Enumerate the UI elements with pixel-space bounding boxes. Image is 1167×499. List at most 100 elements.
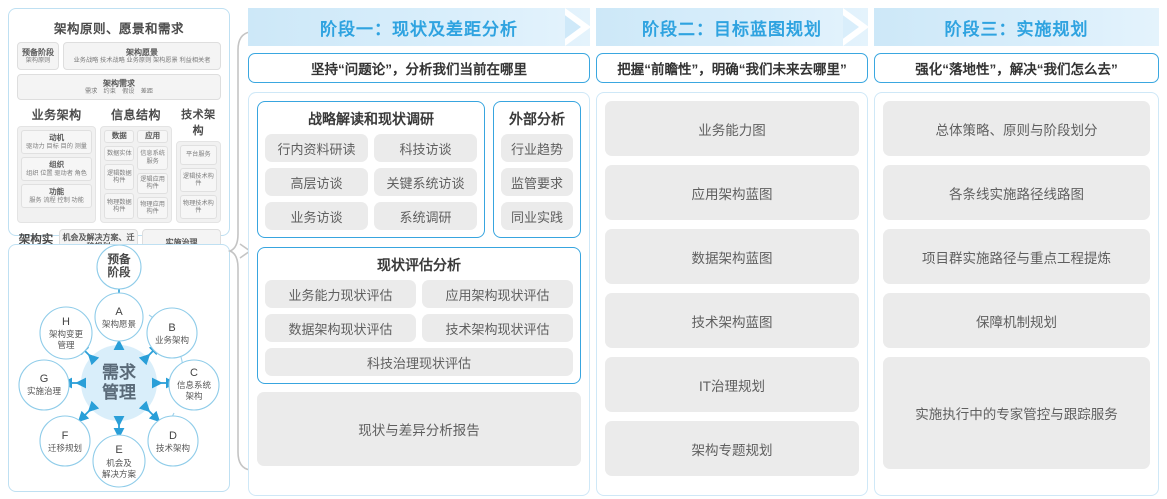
svg-text:E: E (115, 444, 122, 456)
chip-item[interactable]: 各条线实施路径线路图 (883, 165, 1150, 220)
svg-text:机会及: 机会及 (106, 458, 132, 468)
arch-req-sub: 需求 约束 假设 差距 (84, 87, 154, 95)
chip-item[interactable]: 行业趋势 (501, 134, 573, 162)
togaf-arch-requirements: 架构需求 需求 约束 假设 差距 (17, 74, 221, 100)
svg-text:管理: 管理 (57, 340, 75, 350)
group-current-state-assessment-items: 业务能力现状评估 应用架构现状评估 数据架构现状评估 技术架构现状评估 (265, 280, 573, 342)
col-business-header: 业务架构 (31, 108, 82, 122)
togaf-col-information: 信息结构 数据 数据实体 逻辑数据构件 (100, 106, 172, 223)
svg-text:D: D (169, 430, 177, 442)
svg-text:阶段: 阶段 (108, 265, 131, 279)
group-external-analysis-title: 外部分析 (509, 111, 565, 127)
stage-1: 阶段一：现状及差距分析 坚持“问题论”，分析我们当前在哪里 战略解读和现状调研 … (248, 8, 591, 496)
chip-item[interactable]: 数据架构现状评估 (265, 314, 416, 342)
cycle-node-a (94, 292, 144, 342)
chip-item[interactable]: 业务能力图 (605, 101, 859, 156)
adm-cycle-svg: 需求 管理 预备 阶段 A 架构愿景 B 业务架构 C 信息系统 架构 (18, 245, 220, 488)
cell-function: 功能 服务 流程 控制 功能 (21, 184, 93, 208)
chip-item[interactable]: 业务访谈 (265, 202, 368, 230)
chip-report[interactable]: 现状与差异分析报告 (257, 392, 581, 466)
col-information-body: 数据 数据实体 逻辑数据构件 物理数据构件 (100, 126, 172, 223)
chip-item[interactable]: 项目群实施路径与重点工程提炼 (883, 229, 1150, 284)
stage-1-top-row: 战略解读和现状调研 行内资料研读 科技访谈 高层访谈 关键系统访谈 业务访谈 系… (257, 101, 581, 238)
chip-item[interactable]: 总体策略、原则与阶段划分 (883, 101, 1150, 156)
arch-vision-sub: 业务战略 技术战略 业务原则 架构愿景 利益相关者 (73, 56, 211, 64)
togaf-domain-columns: 业务架构 动机 驱动力 目标 目的 测量 组织 组织 位置 驱动者 角色 (15, 100, 223, 223)
cycle-node-e (92, 434, 146, 488)
cycle-node-g (18, 359, 70, 411)
cycle-center-line2: 管理 (102, 382, 136, 402)
togaf-title-text: 架构原则、愿景和需求 (53, 22, 184, 36)
prep-stage-name: 预备阶段 (22, 47, 54, 57)
stage-3-header-text: 阶段三：实施规划 (944, 19, 1089, 39)
col-business-body: 动机 驱动力 目标 目的 测量 组织 组织 位置 驱动者 角色 功能 服务 流程… (17, 126, 97, 223)
chip-item[interactable]: 保障机制规划 (883, 293, 1150, 348)
chip-item[interactable]: 架构专题规划 (605, 421, 859, 476)
group-strategy-research: 战略解读和现状调研 行内资料研读 科技访谈 高层访谈 关键系统访谈 业务访谈 系… (257, 101, 485, 238)
group-current-state-assessment-title: 现状评估分析 (377, 257, 461, 273)
group-external-analysis: 外部分析 行业趋势 监管要求 同业实践 (493, 101, 581, 238)
svg-text:B: B (168, 322, 175, 334)
group-strategy-research-title: 战略解读和现状调研 (308, 111, 434, 127)
chip-item[interactable]: 科技治理现状评估 (265, 348, 573, 376)
chip-item[interactable]: 科技访谈 (374, 134, 477, 162)
chip-item[interactable]: 应用架构现状评估 (422, 280, 573, 308)
chip-item[interactable]: 技术架构现状评估 (422, 314, 573, 342)
chip-item[interactable]: 数据架构蓝图 (605, 229, 859, 284)
chip-item[interactable]: 监管要求 (501, 168, 573, 196)
stage-2-items: 业务能力图 应用架构蓝图 数据架构蓝图 技术架构蓝图 IT治理规划 架构专题规划 (605, 101, 859, 476)
stage-2: 阶段二：目标蓝图规划 把握“前瞻性”，明确“我们未来去哪里” 业务能力图 应用架… (596, 8, 869, 496)
cell-logical-app: 逻辑应用构件 (137, 172, 168, 195)
arch-req-name: 架构需求 (103, 78, 135, 88)
stage-3-items: 总体策略、原则与阶段划分 各条线实施路径线路图 项目群实施路径与重点工程提炼 保… (883, 101, 1150, 469)
svg-text:技术架构: 技术架构 (156, 443, 190, 453)
chip-item[interactable]: 应用架构蓝图 (605, 165, 859, 220)
cell-data-entity: 数据实体 (104, 146, 135, 161)
cell-logical-data: 逻辑数据构件 (104, 164, 135, 190)
chip-item[interactable]: 技术架构蓝图 (605, 293, 859, 348)
col-technology-body: 平台服务 逻辑技术构件 物理技术构件 (175, 141, 221, 223)
cell-physical-app: 物理应用构件 (137, 197, 168, 219)
chip-item[interactable]: 同业实践 (501, 202, 573, 230)
stage-3-subtitle-text: 强化“落地性”，解决“我们怎么去” (915, 62, 1118, 77)
togaf-col-business: 业务架构 动机 驱动力 目标 目的 测量 组织 组织 位置 驱动者 角色 (17, 106, 97, 223)
svg-text:业务架构: 业务架构 (155, 335, 189, 345)
svg-text:架构: 架构 (185, 391, 202, 401)
svg-text:H: H (62, 316, 70, 328)
cell-organization: 组织 组织 位置 驱动者 角色 (21, 157, 93, 181)
chip-item[interactable]: 系统调研 (374, 202, 477, 230)
chip-item[interactable]: 行内资料研读 (265, 134, 368, 162)
cycle-center-line1: 需求 (102, 362, 136, 382)
col-technology-header: 技术架构 (181, 109, 216, 137)
svg-text:架构愿景: 架构愿景 (102, 319, 136, 329)
stage-3-subtitle: 强化“落地性”，解决“我们怎么去” (874, 53, 1159, 83)
left-column: 架构原则、愿景和需求 预备阶段 架构原则 架构愿景 业务战略 技术战略 业务原则… (8, 8, 230, 492)
svg-text:C: C (190, 367, 198, 379)
arch-vision-name: 架构愿景 (126, 47, 158, 57)
cell-physical-tech: 物理技术构件 (179, 195, 217, 219)
togaf-row-vision: 预备阶段 架构原则 架构愿景 业务战略 技术战略 业务原则 架构愿景 利益相关者 (15, 42, 223, 70)
group-strategy-research-items: 行内资料研读 科技访谈 高层访谈 关键系统访谈 业务访谈 系统调研 (265, 134, 477, 230)
stage-1-header-text: 阶段一：现状及差距分析 (320, 19, 518, 39)
svg-text:F: F (62, 430, 69, 442)
chip-item[interactable]: 业务能力现状评估 (265, 280, 416, 308)
stage-2-subtitle-text: 把握“前瞻性”，明确“我们未来去哪里” (617, 62, 847, 77)
cycle-node-f (39, 415, 91, 467)
adm-cycle-panel: 需求 管理 预备 阶段 A 架构愿景 B 业务架构 C 信息系统 架构 (8, 244, 230, 492)
cycle-node-d (147, 415, 199, 467)
chip-item[interactable]: 关键系统访谈 (374, 168, 477, 196)
chip-item[interactable]: IT治理规划 (605, 357, 859, 412)
svg-text:预备: 预备 (108, 252, 131, 266)
cycle-node-b (146, 307, 198, 359)
cycle-node-h (39, 306, 93, 360)
cell-motivation: 动机 驱动力 目标 目的 测量 (21, 130, 93, 154)
chip-item[interactable]: 高层访谈 (265, 168, 368, 196)
stage-2-body: 业务能力图 应用架构蓝图 数据架构蓝图 技术架构蓝图 IT治理规划 架构专题规划 (596, 92, 868, 496)
cell-application-title: 应用 (137, 130, 168, 143)
svg-text:实施治理: 实施治理 (27, 386, 62, 396)
togaf-col-technology: 技术架构 平台服务 逻辑技术构件 物理技术构件 (175, 106, 221, 223)
col-information-header: 信息结构 (110, 108, 161, 122)
svg-text:G: G (40, 373, 49, 385)
cycle-node-prep (96, 245, 142, 290)
chip-item[interactable]: 实施执行中的专家管控与跟踪服务 (883, 357, 1150, 469)
